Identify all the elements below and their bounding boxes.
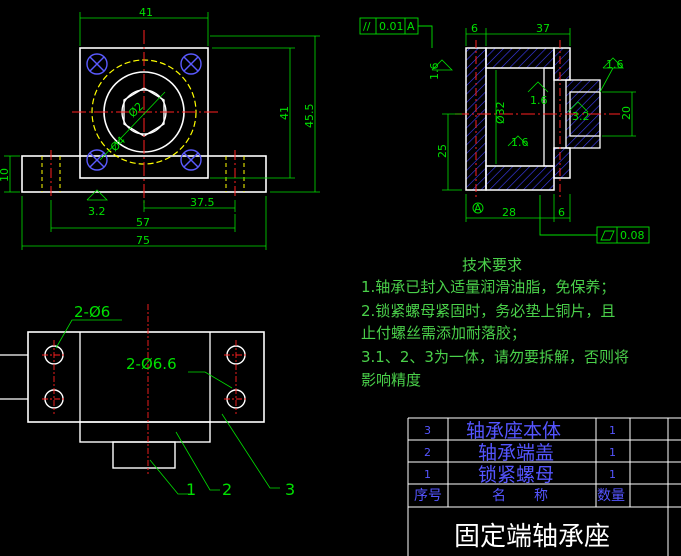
roughness-bottom: 1.6 [511,136,529,149]
section-bottom-wall [485,165,555,191]
section-bearing [543,67,555,167]
row2-qty: 1 [609,446,616,459]
dim-base-thickness: 10 [0,168,11,182]
tolerance-datum: A [407,20,415,33]
tech-notes-heading: 技术要求 [462,256,522,274]
dim-length: 37 [536,22,550,35]
dim-lip: 6 [558,206,565,219]
drawing-title: 固定端轴承座 [454,522,610,552]
tech-notes: 技术要求 1.轴承已封入适量润滑油脂，免保养； 2.锁紧螺母紧固时，务必垫上铜片… [361,256,629,389]
tolerance-symbol: // [363,20,371,33]
section-end-cap [553,47,571,81]
balloon-1: 1 [186,480,196,499]
dim-total-height: 45.5 [303,104,316,129]
dim-section-bore: Ø32 [494,101,507,124]
title-block-rows: 3 轴承座本体 1 2 轴承端盖 1 1 锁紧螺母 1 序号 名 称 数量 固定… [414,420,625,552]
title-block [407,417,681,556]
plan-body [27,331,265,423]
tech-notes-line1: 1.轴承已封入适量润滑油脂，免保养； [361,278,615,296]
balloon-2: 2 [222,480,232,499]
tech-notes-line5: 影响精度 [361,371,421,389]
dim-lower: 25 [436,144,449,158]
roughness-right: 1.6 [606,58,624,71]
dim-wall: 6 [471,22,478,35]
row2-no: 2 [424,446,431,459]
header-name: 名 称 [492,488,548,504]
dim-width: 41 [139,6,153,19]
tolerance-value: 0.01 [379,20,404,33]
dim-base-length: 75 [136,234,150,247]
base-hole-left [41,156,61,192]
section-top-wall [485,47,555,69]
row2-name: 轴承端盖 [478,442,554,464]
header-no: 序号 [414,488,442,504]
label-holes-small: 2-Ø6 [74,303,110,321]
dim-circle: Ø4 [108,134,128,154]
plan-shaft [112,441,176,469]
dim-bore: Ø2 [126,100,146,120]
dim-height: 41 [278,106,291,120]
header-qty: 数量 [597,488,625,504]
dim-base: 28 [502,206,516,219]
row3-no: 3 [424,424,431,437]
section-view: // 0.01 A 0.08 6 37 20 Ø32 25 28 6 [359,17,650,244]
roughness-base: 3.2 [88,205,106,218]
row1-name: 锁紧螺母 [478,464,554,486]
dim-hole-spacing: 57 [136,216,150,229]
tech-notes-line2: 2.锁紧螺母紧固时，务必垫上铜片，且 [361,302,615,320]
section-end-cap-lower [553,147,571,179]
row3-name: 轴承座本体 [466,420,561,442]
row1-no: 1 [424,468,431,481]
datum-label: A [474,202,482,215]
roughness-shaft: 3.2 [572,110,590,123]
roughness-inner: 1.6 [530,94,548,107]
roughness-outer: 1.6 [428,63,441,81]
tech-notes-line3: 止付螺丝需添加耐落胶； [361,324,526,342]
tech-notes-line4: 3.1、2、3为一体，请勿要拆解，否则将 [361,348,629,366]
corner-holes [86,53,202,171]
row3-qty: 1 [609,424,616,437]
balloon-3: 3 [285,480,295,499]
label-holes-large: 2-Ø6.6 [126,355,177,373]
dim-shaft: 20 [620,106,633,120]
plan-lower-block [79,421,211,443]
base-hole-right [225,156,245,192]
plan-view: 2-Ø6 2-Ø6.6 1 2 3 [0,303,295,499]
tolerance-frame [359,17,650,244]
dim-hole-offset: 37.5 [190,196,215,209]
flatness-value: 0.08 [620,229,645,242]
row1-qty: 1 [609,468,616,481]
front-view: 41 41 45.5 10 37.5 57 75 3.2 Ø2 Ø4 [0,6,320,250]
